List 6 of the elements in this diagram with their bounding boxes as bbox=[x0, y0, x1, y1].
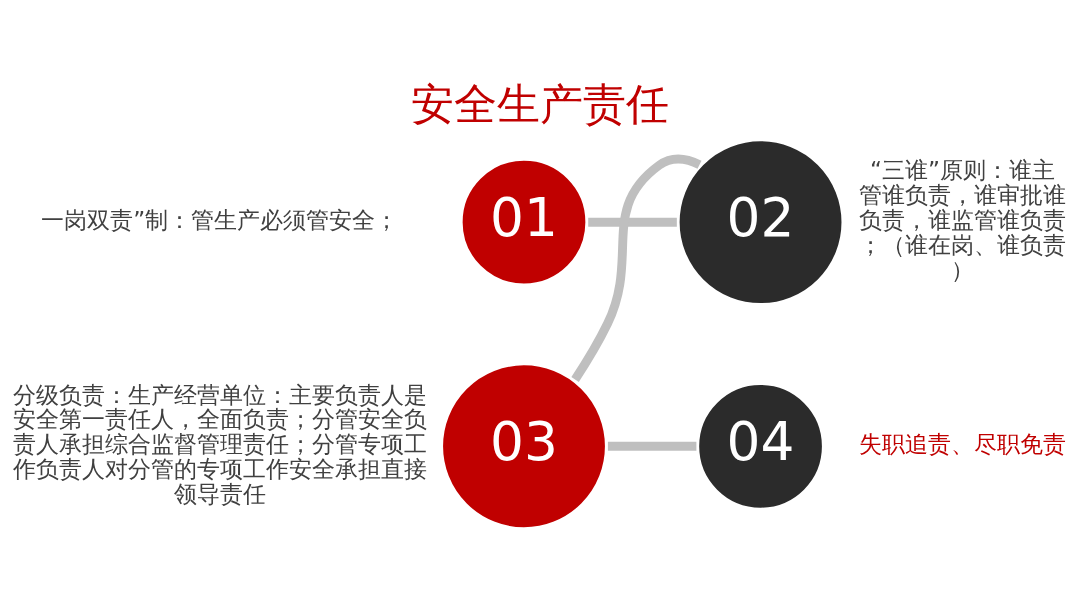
node-label: “三谁”原则：谁主管谁负责，谁审批谁负责，谁监管谁负责；（谁在岗、谁负责） bbox=[858, 157, 1066, 284]
node-label: 失职追责、尽职免责 bbox=[858, 431, 1066, 458]
diagram-title: 安全生产责任 bbox=[411, 79, 669, 130]
connector bbox=[607, 441, 697, 451]
node-label: 分级负责：生产经营单位：主要负责人是安全第一责任人，全面负责；分管安全负责人承担综合监督管理责任；分管专项工作负责人对分管的专项工作安全承担直接领导责任 bbox=[12, 381, 427, 508]
node-label: 一岗双责”制：管生产必须管安全； bbox=[41, 207, 399, 234]
